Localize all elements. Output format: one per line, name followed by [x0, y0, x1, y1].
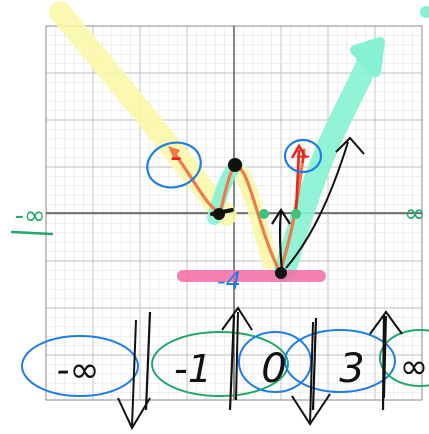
- black-arrowhead-short: [271, 207, 291, 225]
- root-point-left: [259, 209, 269, 219]
- numline-label-neg-infinity: -∞: [57, 350, 100, 391]
- divider-2: [228, 314, 236, 411]
- divider-3: [311, 317, 318, 411]
- oval-three: [284, 329, 396, 393]
- minus-sign-label: -: [170, 137, 182, 177]
- numline-label-three: 3: [339, 346, 364, 392]
- minus-sign-oval: [146, 141, 202, 189]
- curve-arrowhead-left: [168, 146, 180, 160]
- neg-infinity-axis-label: -∞: [14, 201, 45, 231]
- right-mint-highlight: [274, 41, 383, 281]
- sign-chart-row: -∞ -1 0 3 ∞: [21, 306, 429, 431]
- numline-label-zero: 0: [261, 346, 286, 392]
- point-at-three: [275, 267, 287, 279]
- root-point-right: [291, 209, 301, 219]
- mint-arrowhead: [350, 37, 385, 77]
- oval-pos-infinity: [379, 329, 429, 387]
- oval-neg-infinity: [21, 335, 139, 397]
- plus-sign-oval: [283, 138, 323, 174]
- oval-minus-one: [151, 331, 289, 397]
- plus-sign-label: +: [295, 144, 312, 168]
- black-arrowhead-long: [335, 136, 365, 155]
- divider-1: [144, 311, 152, 411]
- red-arrowhead-right: [290, 143, 308, 159]
- down-arrow-interval-1: [117, 319, 151, 431]
- black-arrow-long: [285, 141, 349, 269]
- function-curve: [170, 148, 306, 277]
- neg-infinity-underline: [10, 230, 54, 236]
- up-arrow-interval-2: [221, 306, 253, 401]
- minus-one-tick: [210, 208, 234, 216]
- numline-label-minus-one: -1: [174, 347, 212, 391]
- red-arrow-right: [294, 149, 301, 213]
- mint-dot-corner: [420, 6, 429, 18]
- black-arrow-short: [278, 211, 284, 271]
- left-yellow-highlight: [49, 1, 237, 226]
- pos-infinity-axis-label: ∞: [404, 199, 426, 229]
- point-at-zero: [228, 158, 242, 172]
- numline-label-pos-infinity: ∞: [400, 347, 428, 387]
- minus-four-label: -4: [217, 267, 241, 295]
- down-arrow-interval-3: [291, 321, 331, 426]
- up-arrow-interval-4: [369, 310, 403, 399]
